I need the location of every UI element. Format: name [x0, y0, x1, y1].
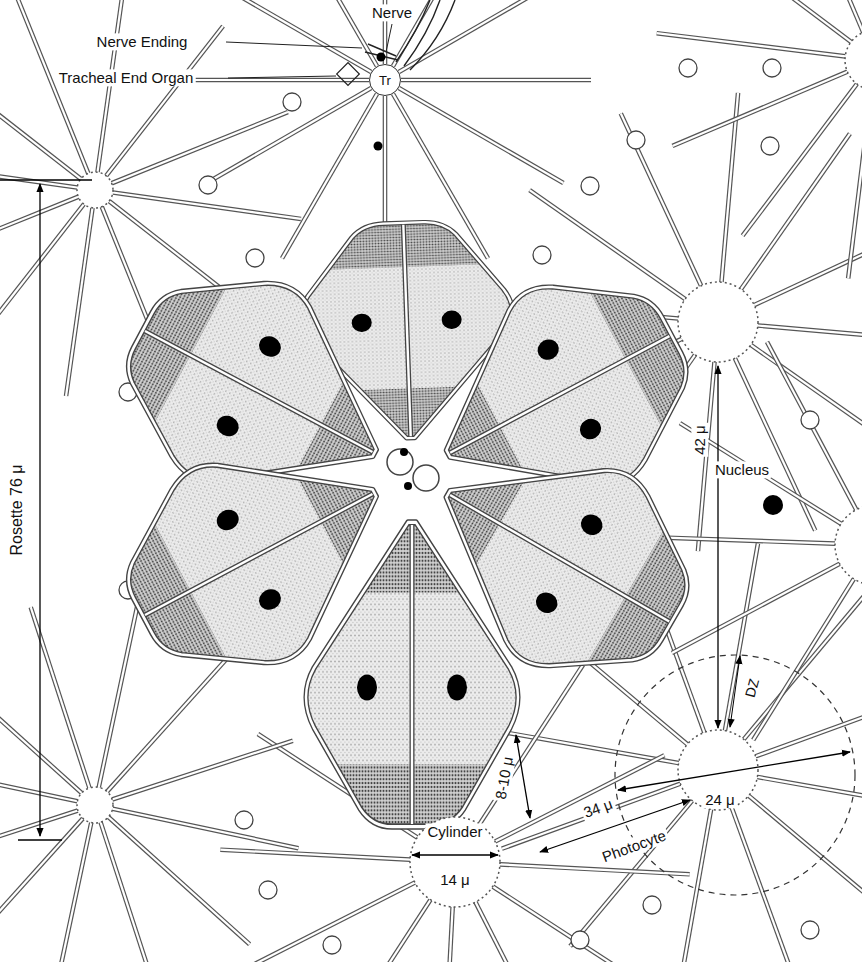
zone-diameter: 24 μ [703, 791, 737, 808]
nerve-ending-dot [374, 142, 383, 151]
nucleus-label: Nucleus [713, 461, 771, 478]
diffusion-zone-label: DZ [741, 675, 762, 701]
rosette-radius-dimension: 42 μ [691, 423, 708, 457]
tracheal-end-organ-label: Tracheal End Organ [57, 69, 196, 86]
diffusion-zone [615, 655, 855, 895]
tracheal-cylinders [77, 30, 862, 907]
nerve [365, 0, 455, 70]
dimension-lines [0, 180, 850, 855]
nucleus [763, 495, 783, 515]
nerve-ending-dot [400, 448, 408, 456]
tracheal-end-organ [337, 63, 360, 86]
nerve-ending-dot [404, 482, 412, 490]
rosette-dimension: Rosette 76 μ [8, 462, 26, 557]
photocyte-label: Photocyte [598, 826, 670, 866]
nerve-label: Nerve [370, 4, 414, 21]
node-text: Tr [379, 73, 391, 88]
leader-lines [226, 24, 392, 78]
central-cylinder [387, 449, 439, 491]
nerve-ending-dot [377, 53, 386, 62]
cylinder-label: Cylinder [425, 823, 484, 840]
nerve-ending-label: Nerve Ending [95, 33, 190, 50]
cylinder-diameter: 14 μ [438, 871, 472, 888]
photocyte-rosette [93, 219, 724, 826]
trachea-circle: Tr [369, 64, 401, 96]
photocyte-width: 8-10 μ [491, 753, 516, 802]
